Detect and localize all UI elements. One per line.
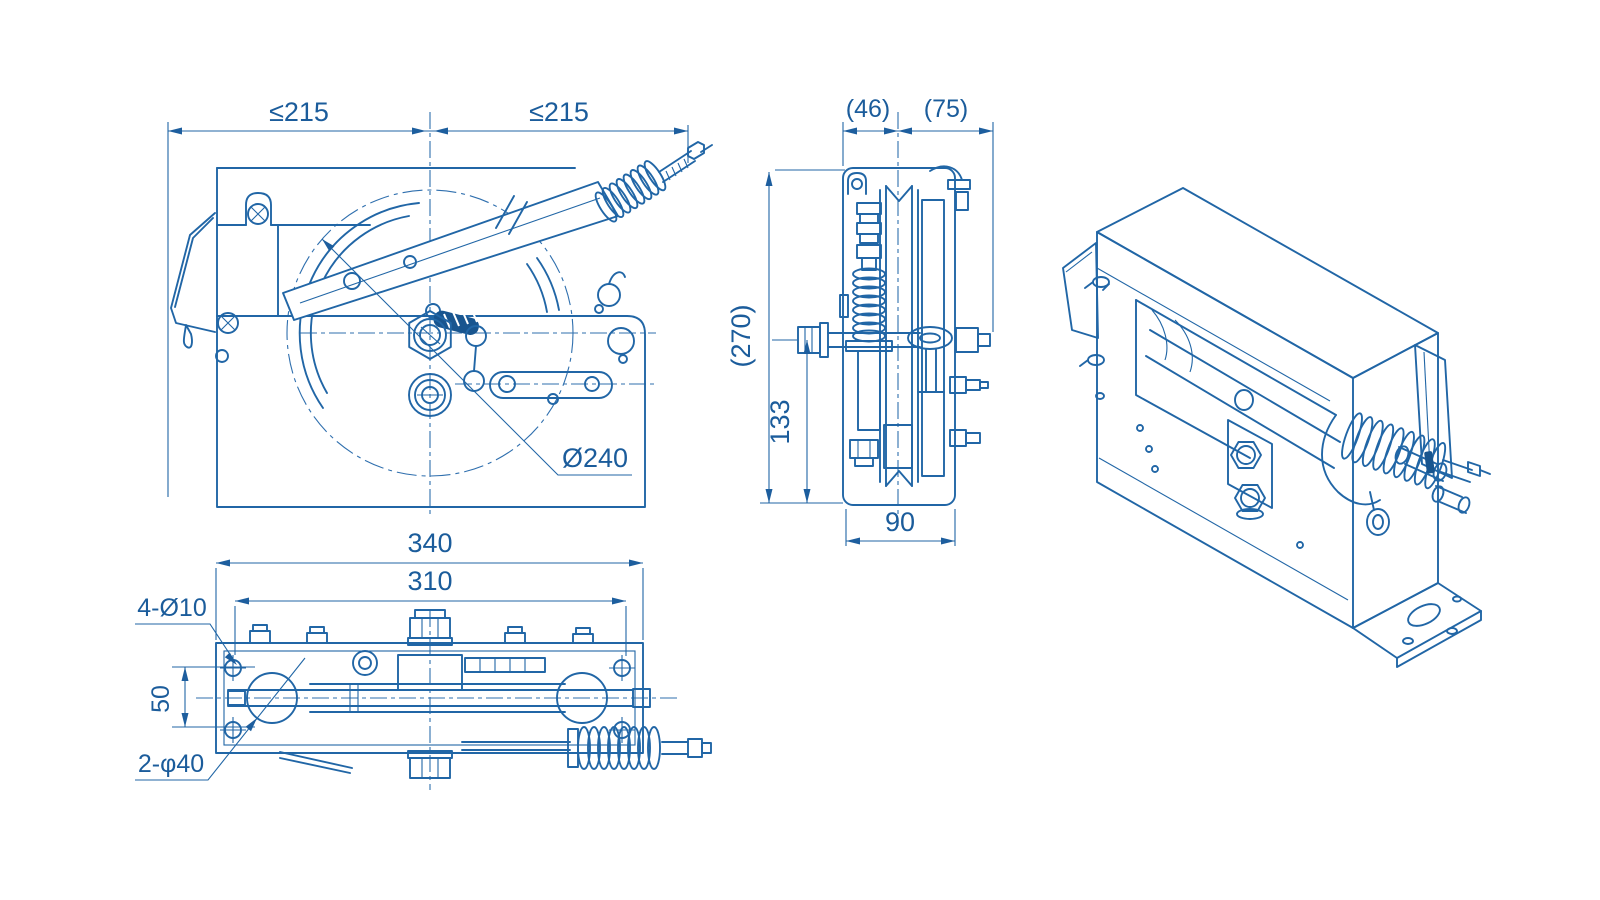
- rope-hooks: [594, 271, 635, 364]
- tension-spring-small: [425, 303, 487, 392]
- bottom-dimensions: 340 310 4-Ø10 50 2-φ40: [135, 528, 644, 781]
- side-dimensions: (46) (75) (270) 133 90: [726, 95, 994, 546]
- sheave-pitch-circle: [286, 189, 574, 477]
- side-lower-arm: [849, 350, 913, 469]
- wheel-diameter-callout: Ø240: [321, 238, 632, 476]
- dim-label-right-215: ≤215: [529, 97, 589, 127]
- iso-guide-plate: [1394, 344, 1471, 514]
- lever-spring: [594, 141, 713, 223]
- isometric-view: [1062, 187, 1491, 668]
- dim-label-wheel-diameter: Ø240: [562, 443, 628, 473]
- iso-spring: [1321, 412, 1491, 506]
- bottom-lever-edge: [279, 751, 353, 774]
- dim-label-2-d40: 2-φ40: [138, 750, 204, 778]
- side-back-plate: [921, 199, 945, 477]
- dim-label-75: (75): [924, 95, 968, 123]
- side-right-bolts: [949, 376, 989, 447]
- bottom-view: 340 310 4-Ø10 50 2-φ40: [135, 528, 712, 790]
- dim-label-270: (270): [726, 304, 756, 367]
- dim-label-133: 133: [765, 399, 795, 444]
- dim-label-4-d10: 4-Ø10: [137, 594, 206, 622]
- iso-case: [1096, 187, 1439, 629]
- bottom-edge-bolts: [249, 624, 594, 644]
- dim-label-50: 50: [147, 685, 175, 713]
- iso-brand-smudge: [1424, 451, 1435, 474]
- side-case: [842, 167, 956, 506]
- mount-holes: [220, 655, 635, 743]
- left-bracket: [170, 212, 216, 349]
- front-dimensions: ≤215 ≤215: [167, 97, 689, 497]
- iso-small-details: [1062, 242, 1390, 549]
- bottom-spring: [567, 726, 712, 770]
- dim-label-90: 90: [885, 507, 915, 537]
- dim-label-340: 340: [407, 528, 452, 558]
- axle-nut: [408, 310, 452, 417]
- dim-label-46: (46): [846, 95, 890, 123]
- iso-front-bolts: [1227, 419, 1273, 520]
- side-view: (46) (75) (270) 133 90: [726, 95, 994, 546]
- roller-left: [246, 672, 298, 724]
- side-axle-bolt: [797, 322, 991, 358]
- front-view: ≤215 ≤215 Ø240: [167, 97, 713, 516]
- bottom-center-bolts: [352, 609, 546, 779]
- side-spring-assembly: [839, 202, 893, 352]
- roller-right: [556, 672, 608, 724]
- iso-base-flange: [1352, 582, 1482, 668]
- iso-window-lever: [1135, 299, 1341, 469]
- link-plate: [489, 371, 613, 405]
- dim-label-310: 310: [407, 566, 452, 596]
- side-top-hook: [929, 165, 971, 211]
- side-hub: [907, 326, 953, 393]
- bottom-base-plate: [215, 642, 644, 754]
- dim-label-left-215: ≤215: [269, 97, 329, 127]
